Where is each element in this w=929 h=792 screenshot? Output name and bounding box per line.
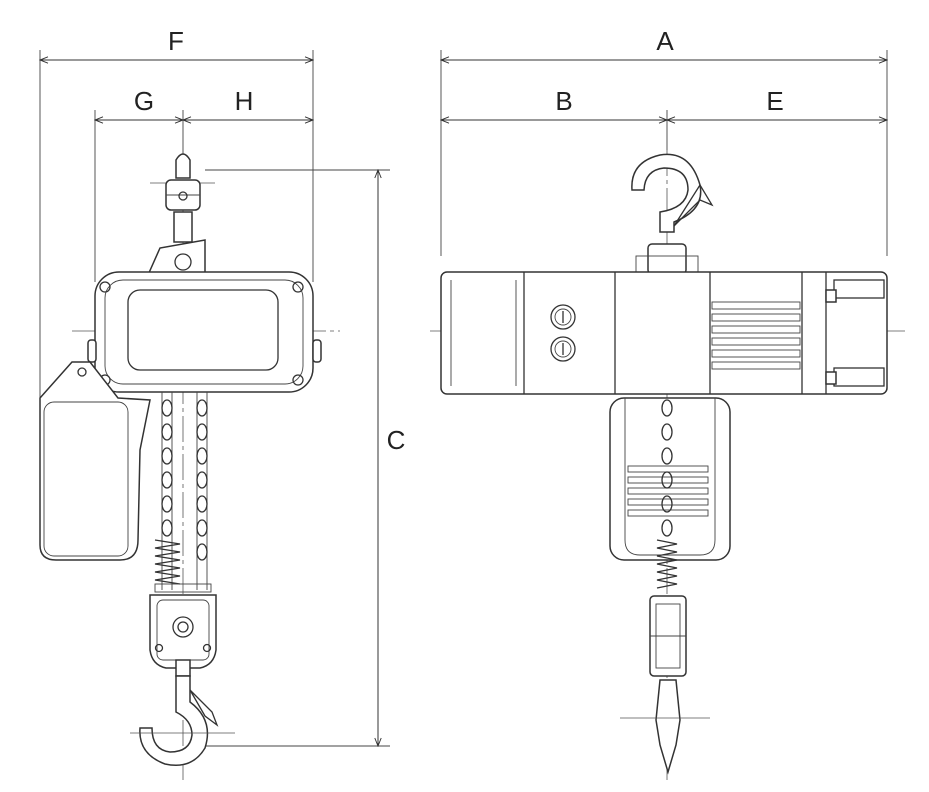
dimension-label-b: B: [555, 86, 572, 116]
side-view: [39, 50, 390, 780]
chain-right: [196, 392, 208, 590]
dimension-label-e: E: [766, 86, 783, 116]
dimension-label-h: H: [235, 86, 254, 116]
dimension-label-a: A: [656, 26, 674, 56]
front-view: [430, 50, 905, 780]
chain-left: [161, 392, 173, 590]
dimension-lines: [40, 60, 887, 746]
dimension-label-c: C: [387, 425, 406, 455]
dimension-label-f: F: [168, 26, 184, 56]
dimension-label-g: G: [134, 86, 154, 116]
spring: [154, 539, 212, 593]
front-chain: [656, 399, 678, 589]
